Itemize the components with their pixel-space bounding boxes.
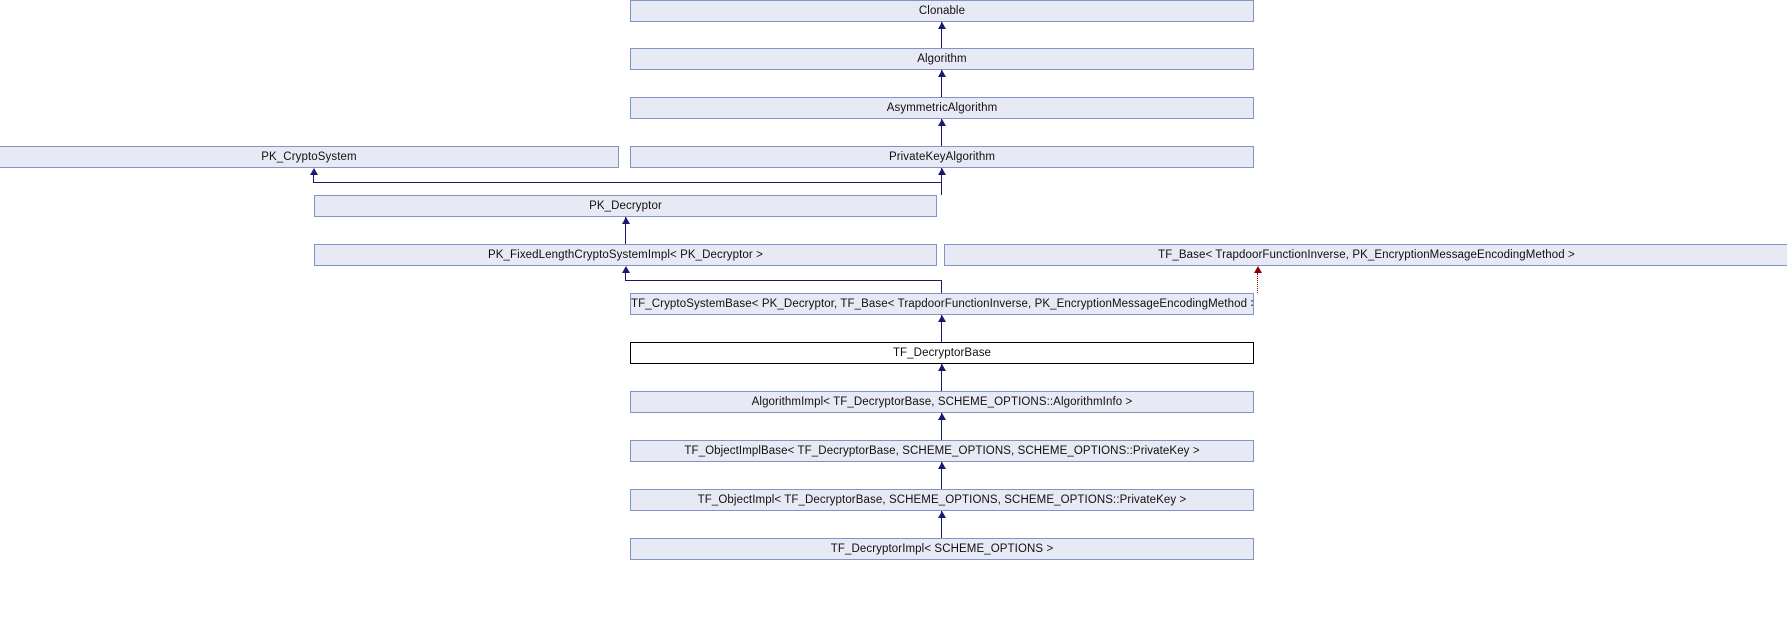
arrow-privatekeyalg-to-asymmetric: [938, 119, 946, 126]
arrow-pkdecryptor-to-privatekeyalg: [938, 168, 946, 175]
class-node-clonable[interactable]: Clonable: [630, 0, 1254, 22]
arrow-tfcryptosystembase-to-tfbase: [1254, 266, 1262, 273]
class-node-tf-decryptorimpl[interactable]: TF_DecryptorImpl< SCHEME_OPTIONS >: [630, 538, 1254, 560]
edge-privatekeyalg-to-asymmetric: [941, 119, 942, 146]
arrow-tfobjectimplbase-to-algorithmimpl: [938, 413, 946, 420]
class-node-tf-cryptosystembase[interactable]: TF_CryptoSystemBase< PK_Decryptor, TF_Ba…: [630, 293, 1254, 315]
arrow-tfdecryptorimpl-to-tfobjectimpl: [938, 511, 946, 518]
class-node-asymmetricalgorithm[interactable]: AsymmetricAlgorithm: [630, 97, 1254, 119]
class-node-privatekeyalgorithm[interactable]: PrivateKeyAlgorithm: [630, 146, 1254, 168]
edge-tfcryptosystembase-to-pkfixedlength-vertical: [625, 273, 626, 281]
edge-tfcryptosystembase-to-tfbase: [1257, 273, 1258, 293]
arrow-tfobjectimpl-to-tfobjectimplbase: [938, 462, 946, 469]
edge-pkdecryptor-to-privatekeyalg: [941, 168, 942, 195]
arrow-pkdecryptor-to-pkcryptosystem: [310, 168, 318, 175]
class-node-tf-objectimpl[interactable]: TF_ObjectImpl< TF_DecryptorBase, SCHEME_…: [630, 489, 1254, 511]
class-node-pk-cryptosystem[interactable]: PK_CryptoSystem: [0, 146, 619, 168]
class-node-tf-base[interactable]: TF_Base< TrapdoorFunctionInverse, PK_Enc…: [944, 244, 1787, 266]
arrow-tfcryptosystembase-to-pkfixedlength: [622, 266, 630, 273]
edge-tfdecryptorimpl-to-tfobjectimpl: [941, 511, 942, 538]
arrow-algorithmimpl-to-tfdecryptorbase: [938, 364, 946, 371]
edge-pkdecryptor-to-pkcryptosystem-horizontal: [313, 182, 942, 183]
edge-pkdecryptor-to-pkcryptosystem-vertical: [313, 175, 314, 183]
class-node-pk-decryptor[interactable]: PK_Decryptor: [314, 195, 937, 217]
class-node-algorithm[interactable]: Algorithm: [630, 48, 1254, 70]
arrow-asymmetric-to-algorithm: [938, 70, 946, 77]
edge-algorithmimpl-to-tfdecryptorbase: [941, 364, 942, 391]
class-node-algorithmimpl[interactable]: AlgorithmImpl< TF_DecryptorBase, SCHEME_…: [630, 391, 1254, 413]
class-node-pk-fixedlengthcryptosystemimpl[interactable]: PK_FixedLengthCryptoSystemImpl< PK_Decry…: [314, 244, 937, 266]
edge-tfcryptosystembase-to-pkfixedlength-horizontal: [625, 280, 942, 281]
edge-tfobjectimplbase-to-algorithmimpl: [941, 413, 942, 440]
edge-tfcryptosystembase-to-pkfixedlength-riser: [941, 280, 942, 293]
arrow-tfdecryptorbase-to-tfcryptosystembase: [938, 315, 946, 322]
class-node-tf-objectimplbase[interactable]: TF_ObjectImplBase< TF_DecryptorBase, SCH…: [630, 440, 1254, 462]
edge-pkfixedlength-to-pkdecryptor: [625, 217, 626, 244]
arrow-pkfixedlength-to-pkdecryptor: [622, 217, 630, 224]
edge-algorithm-to-clonable: [941, 22, 942, 48]
edge-tfobjectimpl-to-tfobjectimplbase: [941, 462, 942, 489]
edge-pkdecryptor-to-pkcryptosystem-riser: [941, 182, 942, 195]
edge-asymmetric-to-algorithm: [941, 70, 942, 97]
edge-tfdecryptorbase-to-tfcryptosystembase: [941, 315, 942, 342]
class-node-tf-decryptorbase[interactable]: TF_DecryptorBase: [630, 342, 1254, 364]
arrow-algorithm-to-clonable: [938, 22, 946, 29]
